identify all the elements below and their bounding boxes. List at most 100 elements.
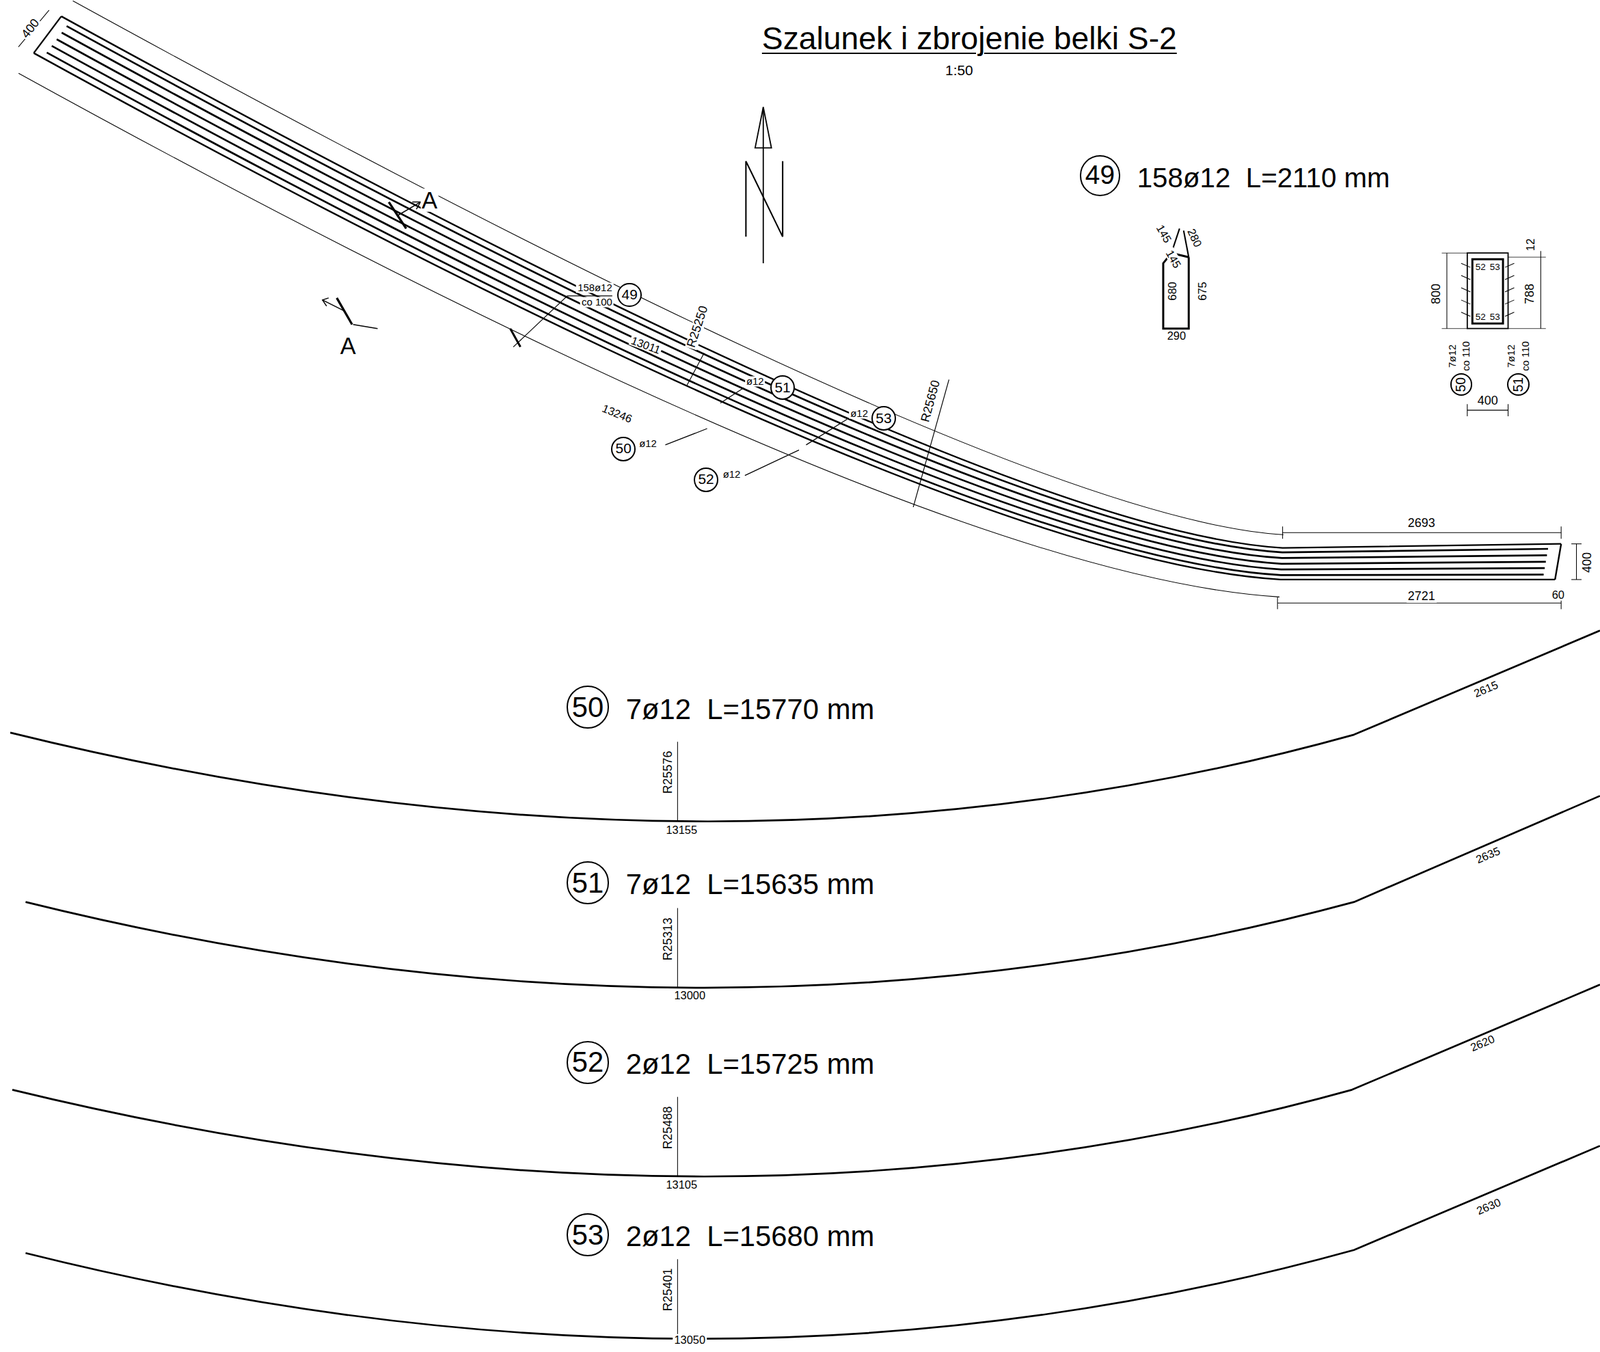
drawing-title: Szalunek i zbrojenie belki S-2 (762, 20, 1177, 57)
radius-label: R25401 (662, 1267, 675, 1313)
callout-number: 50 (572, 693, 605, 722)
radius-label: R25576 (662, 749, 675, 796)
dimension-line (18, 10, 50, 48)
callout-number: 52 (698, 472, 715, 487)
rebar-line (46, 52, 1544, 576)
bar-shape (12, 984, 1600, 1177)
section-stirrup (1472, 259, 1503, 324)
radius-leader (677, 1096, 679, 1177)
dimension-line (1540, 250, 1542, 329)
leader-line (686, 353, 704, 387)
section-letter: A (420, 187, 439, 212)
dimension-line (73, 0, 1284, 535)
dimension-label: 53 (1488, 313, 1502, 322)
dimension-label: 13105 (665, 1178, 700, 1190)
dimension-label: 52 (1474, 262, 1488, 272)
callout-number: 53 (572, 1220, 605, 1250)
rebar-note: ø12 (848, 408, 870, 419)
callout-circle: 50 (611, 436, 636, 462)
callout-circle: 52 (566, 1040, 610, 1084)
rebar-line (61, 32, 1547, 559)
radius-label: R25313 (662, 915, 675, 962)
dimension-label: 2635 (1472, 844, 1503, 866)
callout-number: 53 (875, 411, 892, 426)
scale-label: 1:50 (943, 63, 975, 78)
bar-spec: 7ø12 L=15635 mm (624, 870, 877, 900)
hatch-line (1504, 263, 1514, 268)
radius-leader (677, 1258, 679, 1339)
hatch-line (1504, 287, 1514, 292)
extension-line (1508, 256, 1547, 258)
bar-spec: 2ø12 L=15680 mm (624, 1222, 877, 1252)
dimension-tick (1561, 526, 1562, 539)
hatch-line (1504, 275, 1514, 280)
dimension-tick (1571, 543, 1582, 545)
callout-number: 49 (1085, 161, 1115, 189)
leader-line (665, 428, 707, 445)
north-arrow (755, 107, 772, 149)
stirrup-mark (510, 328, 521, 348)
hatch-line (1461, 312, 1471, 317)
dimension-line (1282, 532, 1562, 534)
rebar-note: ø12 (637, 438, 659, 450)
bar-spec: 7ø12 L=15770 mm (624, 695, 877, 724)
section-mark (388, 202, 406, 229)
hatch-line (1461, 287, 1471, 292)
dimension-tick (1571, 578, 1582, 580)
dimension-label: 13050 (672, 1334, 707, 1346)
callout-number: 51 (572, 868, 605, 898)
bar-spec: 158ø12 L=2110 mm (1135, 164, 1392, 193)
dimension-label: 290 (1165, 330, 1188, 342)
leader-line (744, 449, 799, 476)
section-mark (353, 324, 378, 329)
dimension-label: 280 (1185, 225, 1205, 250)
dimension-label: 675 (1196, 280, 1208, 302)
bar-spec: 2ø12 L=15725 mm (624, 1049, 877, 1079)
dimension-label: 2630 (1473, 1195, 1504, 1217)
hatch-line (1504, 300, 1514, 305)
dimension-label: 800 (1430, 282, 1443, 306)
north-letter (745, 161, 783, 237)
rebar-note: ø12 (721, 469, 743, 480)
dimension-label: 13246 (599, 401, 635, 426)
extension-line (1441, 252, 1467, 254)
dimension-label: 400 (1581, 550, 1594, 575)
dimension-label: 145 (1163, 247, 1184, 272)
dimension-label: 2721 (1406, 590, 1437, 603)
rebar-note: 158ø12 (576, 282, 614, 294)
rebar-line (51, 45, 1545, 570)
rebar-note: 7ø12 (1446, 343, 1458, 370)
extension-line (1441, 328, 1467, 329)
dimension-label: 145 (1154, 221, 1175, 246)
callout-circle: 52 (693, 467, 719, 493)
rebar-note: co 100 (580, 296, 614, 307)
callout-number: 52 (572, 1047, 605, 1077)
hatch-line (1461, 300, 1471, 305)
extension-line (1508, 328, 1547, 329)
dimension-line (1467, 410, 1509, 411)
callout-number: 49 (621, 287, 638, 303)
beam-end (1554, 544, 1562, 580)
dimension-tick (1507, 403, 1509, 417)
rebar-note: 7ø12 (1506, 343, 1517, 370)
dimension-tick (1277, 596, 1279, 609)
callout-circle: 53 (566, 1213, 610, 1257)
callout-circle: 53 (871, 405, 897, 431)
north-arrow (762, 107, 765, 264)
rebar-line (56, 38, 1547, 564)
callout-number: 50 (615, 441, 632, 456)
callout-circle: 49 (617, 282, 642, 308)
rebar-note: ø12 (744, 376, 766, 387)
leader-line (720, 387, 744, 403)
dimension-label: 2693 (1406, 517, 1437, 530)
callout-circle: 50 (566, 685, 610, 729)
radius-leader (677, 908, 679, 988)
bar-shape (10, 630, 1600, 822)
dimension-label: 13155 (665, 824, 700, 836)
section-outline (1467, 252, 1509, 329)
callout-circle: 49 (1079, 155, 1121, 197)
callout-circle: 51 (1507, 373, 1530, 396)
dimension-line (1576, 544, 1577, 580)
bar-shape (25, 1145, 1600, 1339)
dimension-label: 13000 (672, 988, 707, 1000)
